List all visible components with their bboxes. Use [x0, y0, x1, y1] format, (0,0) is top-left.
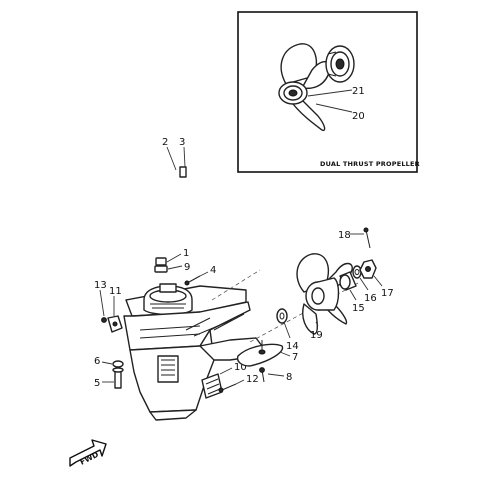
callout-6: 6	[94, 356, 100, 367]
intake-screen	[157, 355, 179, 383]
callout-8: 8	[286, 372, 292, 383]
forward-arrow-icon: FWD	[69, 439, 107, 467]
washer-16	[352, 265, 362, 279]
callout-16: 16	[364, 293, 377, 304]
callout-3: 3	[179, 137, 185, 148]
callout-13: 13	[94, 280, 107, 291]
callout-20: 20	[352, 111, 365, 122]
callout-11: 11	[109, 286, 122, 297]
inset-caption: DUAL THRUST PROPELLER	[320, 160, 420, 168]
callout-15: 15	[352, 303, 365, 314]
trim-tab-7	[236, 340, 284, 367]
callout-9: 9	[184, 262, 190, 273]
callout-17: 17	[381, 288, 394, 299]
bolt-8	[259, 367, 265, 383]
nut-17	[359, 259, 377, 279]
inset-propeller-assembly	[278, 43, 355, 132]
plate-11	[107, 315, 123, 333]
callout-18: 18	[338, 230, 351, 241]
washer-6	[112, 360, 124, 368]
callout-14: 14	[286, 341, 299, 352]
callout-5: 5	[94, 378, 100, 389]
spacer-15	[339, 271, 357, 291]
callout-19: 19	[310, 330, 323, 341]
thrust-washer-14	[276, 308, 288, 324]
bolt-5	[112, 367, 124, 389]
callout-4: 4	[210, 265, 216, 276]
callout-10: 10	[234, 362, 247, 373]
inset-panel: 21 20 DUAL THRUST PROPELLER	[237, 11, 420, 173]
callout-7: 7	[292, 352, 298, 363]
callout-12: 12	[246, 374, 259, 385]
bolt-13	[101, 317, 107, 323]
cotter-pin-18	[363, 227, 371, 249]
propeller-19	[296, 253, 353, 335]
callout-21: 21	[352, 86, 365, 97]
lower-unit-casing	[123, 283, 263, 421]
callout-1: 1	[183, 248, 189, 259]
screw-12	[218, 383, 237, 393]
shift-rod-seal	[154, 257, 168, 273]
inset-frame	[237, 11, 418, 173]
shift-rod	[158, 166, 187, 258]
callout-2: 2	[162, 137, 168, 148]
